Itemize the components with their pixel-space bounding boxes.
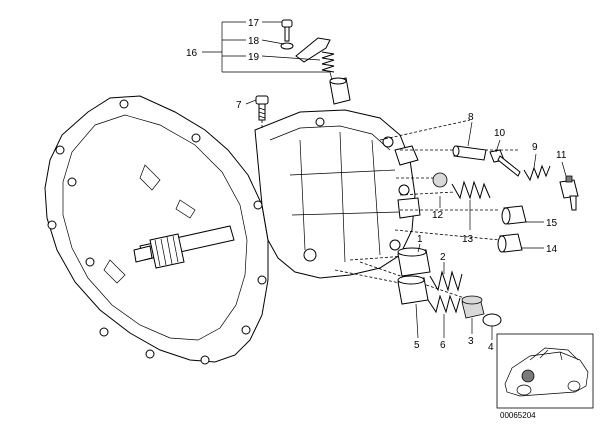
part-8-pin	[452, 145, 487, 161]
callout-4: 4	[488, 342, 494, 353]
part-1-sleeve	[397, 247, 431, 277]
vehicle-locator-thumbnail: 00065204	[496, 333, 594, 420]
part-7-bolt	[255, 95, 269, 121]
bracket	[295, 37, 331, 63]
callout-12: 12	[432, 210, 444, 221]
callout-18: 18	[248, 36, 260, 47]
component-location-marker	[521, 369, 535, 383]
callout-3: 3	[468, 336, 474, 347]
part-12-ball	[432, 172, 448, 188]
callout-14: 14	[546, 244, 558, 255]
part-19-spring	[321, 51, 335, 73]
transmission-housing	[44, 95, 421, 365]
part-10-plunger	[489, 149, 521, 177]
callout-17: 17	[248, 18, 260, 29]
callout-11: 11	[556, 150, 567, 161]
part-18-washer	[280, 42, 294, 50]
callout-6: 6	[440, 340, 446, 351]
input-shaft	[133, 225, 235, 269]
part-9-spring	[523, 164, 551, 182]
callout-16: 16	[186, 48, 198, 59]
callout-7: 7	[236, 100, 242, 111]
callout-5: 5	[414, 340, 420, 351]
part-2-spring	[429, 270, 463, 292]
flange-bolt-bosses	[47, 99, 267, 365]
part-3-cap	[461, 295, 485, 319]
callout-13: 13	[462, 234, 474, 245]
callout-labels: 17 18 16 19 7 8 10 9 11 12 13 15 14 1 2 …	[186, 18, 567, 353]
part-4-circlip	[482, 313, 502, 327]
callout-15: 15	[546, 218, 558, 229]
part-16-sleeve	[329, 77, 351, 105]
callout-8: 8	[468, 112, 474, 123]
part-11-switch	[559, 175, 579, 211]
callout-9: 9	[532, 142, 538, 153]
part-14-plug	[497, 233, 523, 253]
callout-10: 10	[494, 128, 506, 139]
part-17-screw	[281, 19, 293, 42]
part-5-sleeve	[397, 275, 429, 305]
callout-19: 19	[248, 52, 260, 63]
part-6-spring	[427, 294, 461, 314]
callout-1: 1	[417, 234, 423, 245]
part-15-plug	[501, 205, 527, 225]
part-13-spring	[451, 180, 491, 200]
callout-2: 2	[440, 252, 446, 263]
leader-lines	[202, 21, 567, 340]
diagram-code: 00065204	[500, 411, 536, 420]
